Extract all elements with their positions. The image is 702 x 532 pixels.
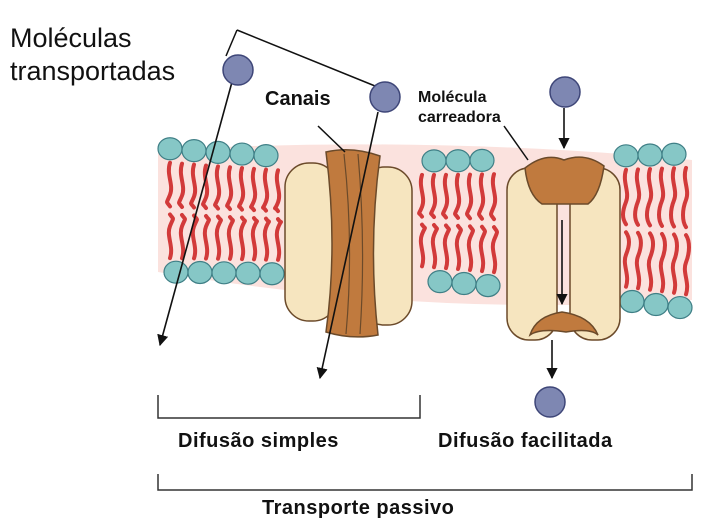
simple-diffusion-label: Difusão simples <box>178 430 339 453</box>
phospholipid-head <box>476 275 500 297</box>
phospholipid-head <box>614 145 638 167</box>
carrier-label-line2: carreadora <box>418 108 501 128</box>
phospholipid-head <box>422 150 446 172</box>
phospholipid-head <box>452 273 476 295</box>
transported-molecules-label-line2: transportadas <box>10 55 175 88</box>
passive-transport-label: Transporte passivo <box>262 497 454 520</box>
phospholipid-head <box>620 290 644 312</box>
channel-protein-core <box>326 150 380 337</box>
transported-molecule <box>535 387 565 417</box>
phospholipid-head <box>644 293 668 315</box>
label-pointer-line <box>226 30 237 56</box>
phospholipid-head <box>638 144 662 166</box>
label-pointer-line <box>237 30 380 88</box>
phospholipid-head <box>260 263 284 285</box>
phospholipid-head <box>236 262 260 284</box>
carrier-molecule-label: Molécula carreadora <box>418 88 501 128</box>
phospholipid-head <box>254 145 278 167</box>
transported-molecules-label: Moléculas transportadas <box>10 22 175 88</box>
transported-molecule <box>370 82 400 112</box>
carrier-protein-top-gate <box>525 157 604 204</box>
phospholipid-head <box>662 143 686 165</box>
transported-molecules-label-line1: Moléculas <box>10 22 175 55</box>
transported-molecule <box>550 77 580 107</box>
phospholipid-head <box>188 261 212 283</box>
simple-diffusion-bracket <box>158 395 420 418</box>
phospholipid-head <box>164 261 188 283</box>
phospholipid-head <box>428 271 452 293</box>
phospholipid-head <box>158 138 182 160</box>
phospholipid-head <box>206 141 230 163</box>
phospholipid-head <box>668 297 692 319</box>
carrier-label-line1: Molécula <box>418 88 501 108</box>
facilitated-diffusion-label: Difusão facilitada <box>438 430 613 453</box>
transported-molecule <box>223 55 253 85</box>
passive-transport-bracket <box>158 474 692 490</box>
phospholipid-head <box>470 149 494 171</box>
phospholipid-head <box>212 262 236 284</box>
phospholipid-head <box>230 143 254 165</box>
phospholipid-head <box>446 150 470 172</box>
channels-label: Canais <box>265 88 331 111</box>
phospholipid-head <box>182 140 206 162</box>
